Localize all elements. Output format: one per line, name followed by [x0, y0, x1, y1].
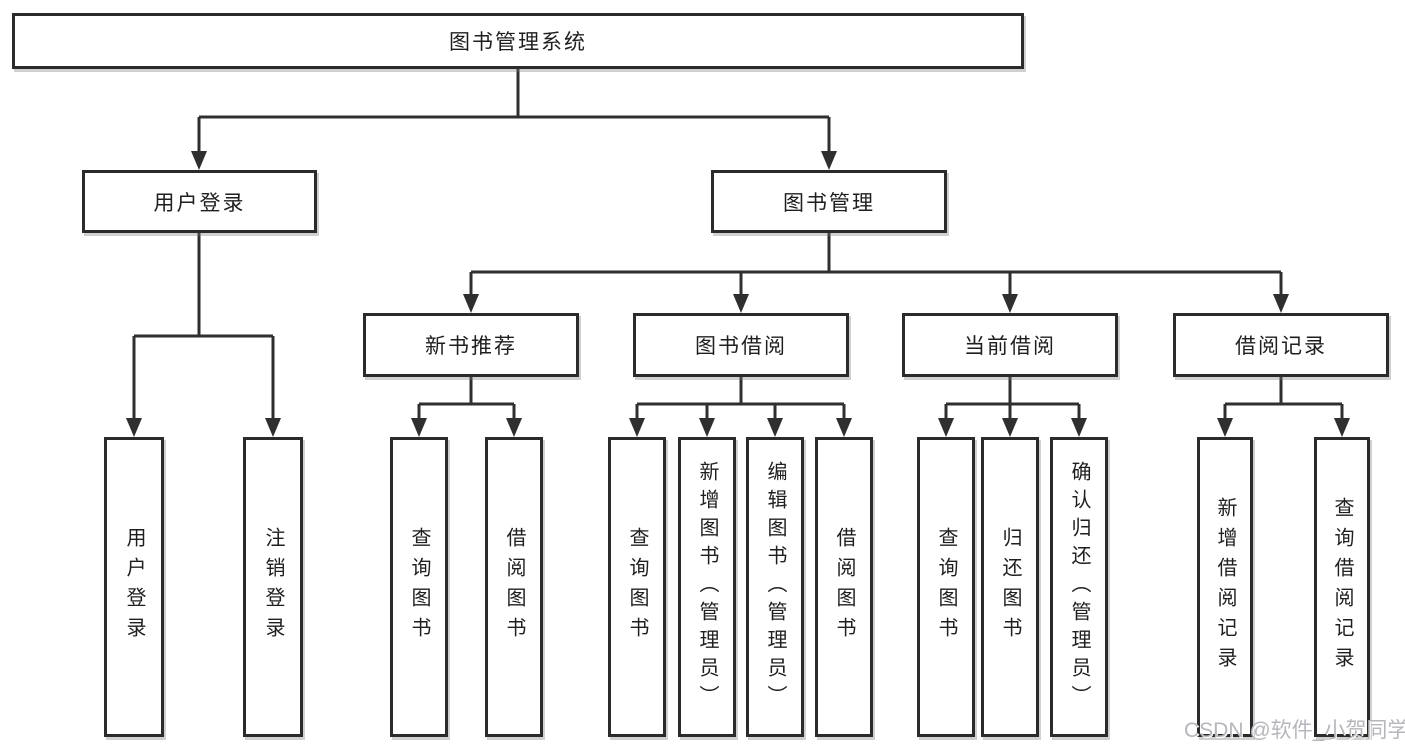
arrow-icon — [1002, 418, 1018, 437]
leaf-current-query-books: 查询图书 — [917, 437, 975, 737]
connector-paths — [132, 69, 1344, 421]
arrow-icon — [733, 294, 749, 313]
arrow-icon — [767, 418, 783, 437]
node-user-login: 用户登录 — [82, 170, 317, 233]
leaf-current-confirm-return-admin: 确认归还（管理员） — [1050, 437, 1108, 737]
node-new-book-recommend-label: 新书推荐 — [425, 335, 517, 358]
arrowheads — [126, 151, 1350, 437]
node-root: 图书管理系统 — [12, 13, 1024, 69]
leaf-user-login-label: 用户登录 — [123, 527, 145, 647]
arrow-icon — [821, 151, 837, 170]
leaf-newbook-query-books-label: 查询图书 — [408, 527, 430, 647]
arrow-icon — [1273, 294, 1289, 313]
arrow-icon — [1002, 294, 1018, 313]
leaf-borrow-add-books-admin: 新增图书（管理员） — [678, 437, 736, 737]
arrow-icon — [1217, 418, 1233, 437]
leaf-user-login: 用户登录 — [104, 437, 164, 737]
node-current-borrow-label: 当前借阅 — [964, 335, 1056, 358]
node-book-borrow: 图书借阅 — [633, 313, 849, 377]
leaf-newbook-query-books: 查询图书 — [390, 437, 448, 737]
node-user-login-label: 用户登录 — [153, 191, 246, 215]
leaf-record-add-borrow-record-label: 新增借阅记录 — [1214, 497, 1236, 677]
node-new-book-recommend: 新书推荐 — [363, 313, 579, 377]
leaf-current-return-books-label: 归还图书 — [999, 527, 1021, 647]
node-book-management-label: 图书管理 — [783, 191, 875, 215]
arrow-icon — [938, 418, 954, 437]
leaf-borrow-edit-books-admin: 编辑图书（管理员） — [746, 437, 804, 737]
node-book-management: 图书管理 — [711, 170, 947, 233]
csdn-watermark: CSDN @软件_小贺同学 — [1184, 719, 1405, 742]
arrow-icon — [506, 418, 522, 437]
arrow-icon — [265, 418, 281, 437]
arrow-icon — [836, 418, 852, 437]
leaf-borrow-query-books-label: 查询图书 — [626, 527, 648, 647]
node-borrow-records: 借阅记录 — [1173, 313, 1389, 377]
node-book-borrow-label: 图书借阅 — [695, 335, 787, 358]
leaf-borrow-query-books: 查询图书 — [608, 437, 666, 737]
leaf-record-query-borrow-record-label: 查询借阅记录 — [1331, 497, 1353, 677]
arrow-icon — [1071, 418, 1087, 437]
leaf-newbook-borrow-books: 借阅图书 — [485, 437, 543, 737]
leaf-logout-label: 注销登录 — [262, 527, 284, 647]
leaf-borrow-borrow-books: 借阅图书 — [815, 437, 873, 737]
leaf-record-add-borrow-record: 新增借阅记录 — [1197, 437, 1253, 737]
node-borrow-records-label: 借阅记录 — [1235, 335, 1327, 358]
arrow-icon — [191, 151, 207, 170]
arrow-icon — [1334, 418, 1350, 437]
leaf-current-return-books: 归还图书 — [981, 437, 1039, 737]
arrow-icon — [126, 418, 142, 437]
arrow-icon — [629, 418, 645, 437]
leaf-record-query-borrow-record: 查询借阅记录 — [1314, 437, 1370, 737]
arrow-icon — [699, 418, 715, 437]
leaf-current-query-books-label: 查询图书 — [935, 527, 957, 647]
leaf-logout: 注销登录 — [243, 437, 303, 737]
node-root-label: 图书管理系统 — [449, 31, 587, 54]
arrow-icon — [411, 418, 427, 437]
node-current-borrow: 当前借阅 — [902, 313, 1118, 377]
leaf-borrow-add-books-admin-label: 新增图书（管理员） — [696, 461, 718, 713]
leaf-current-confirm-return-admin-label: 确认归还（管理员） — [1068, 461, 1090, 713]
leaf-borrow-edit-books-admin-label: 编辑图书（管理员） — [764, 461, 786, 713]
leaf-newbook-borrow-books-label: 借阅图书 — [503, 527, 525, 647]
arrow-icon — [463, 294, 479, 313]
leaf-borrow-borrow-books-label: 借阅图书 — [833, 527, 855, 647]
